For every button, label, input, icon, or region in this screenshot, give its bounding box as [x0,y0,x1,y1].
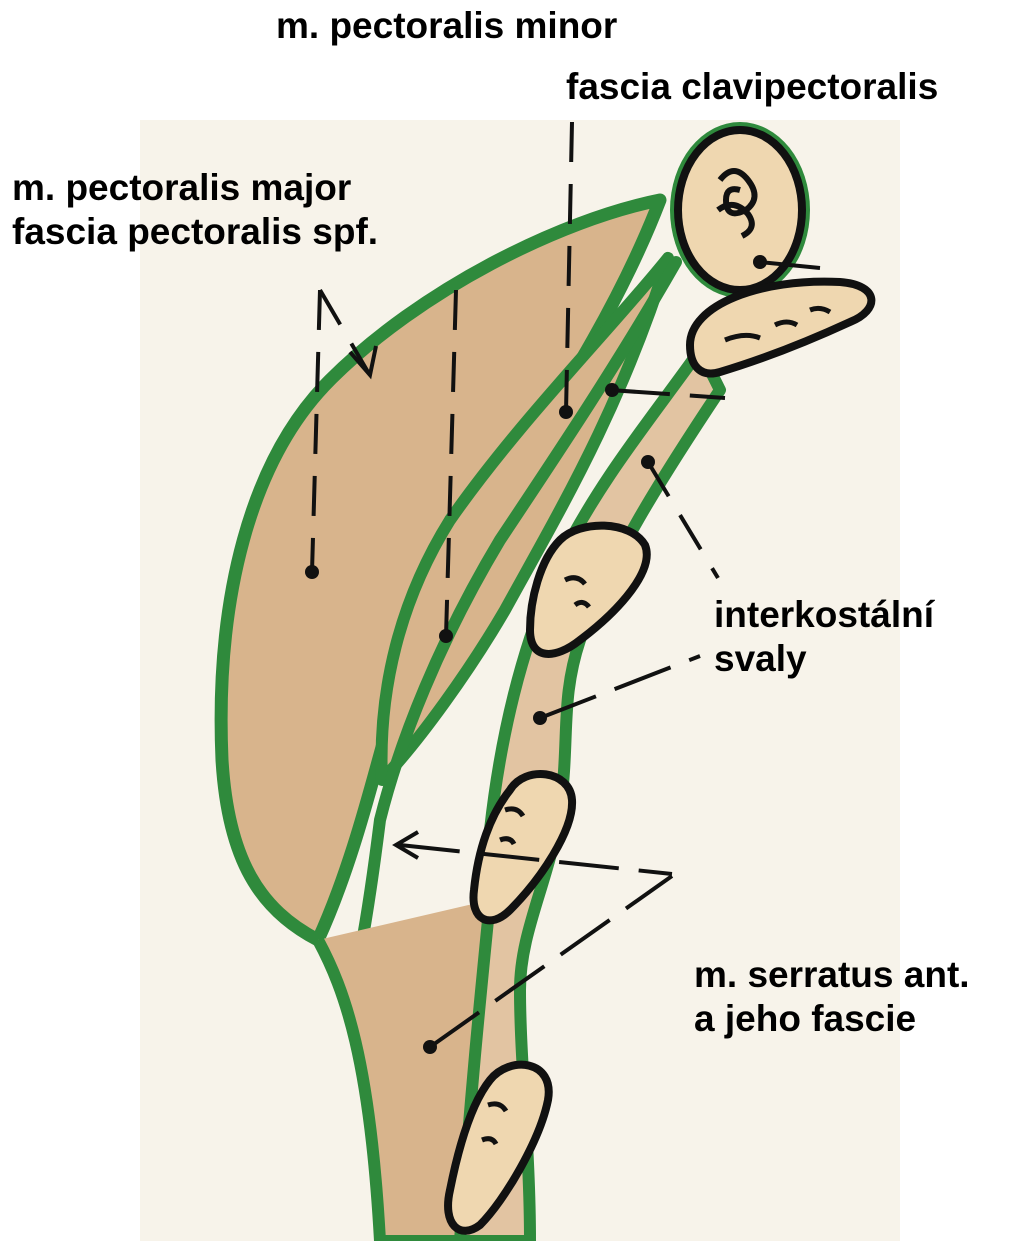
dot-interkostalni-top [641,455,655,469]
label-pectoralis-major-line1: m. pectoralis major [12,166,378,210]
clavicle-bone [670,122,810,298]
label-serratus-line2: a jeho fascie [694,997,970,1041]
dot-clavicle [753,255,767,269]
label-interkostalni-svaly: interkostální svaly [714,593,934,681]
dot-pectoralis-major [305,565,319,579]
label-fascia-clavipectoralis: fascia clavipectoralis [566,65,938,109]
dot-pectoralis-minor [439,629,453,643]
label-serratus-line1: m. serratus ant. [694,953,970,997]
dot-rib-1 [605,383,619,397]
label-serratus-anterior: m. serratus ant. a jeho fascie [694,953,970,1041]
label-pectoralis-major: m. pectoralis major fascia pectoralis sp… [12,166,378,254]
label-pectoralis-minor: m. pectoralis minor [276,4,617,48]
dot-interkostalni-mid [533,711,547,725]
dot-serratus-lower [423,1040,437,1054]
label-interkostalni-line1: interkostální [714,593,934,637]
label-fascia-pectoralis-line2: fascia pectoralis spf. [12,210,378,254]
label-interkostalni-line2: svaly [714,637,934,681]
dot-clavipectoral [559,405,573,419]
